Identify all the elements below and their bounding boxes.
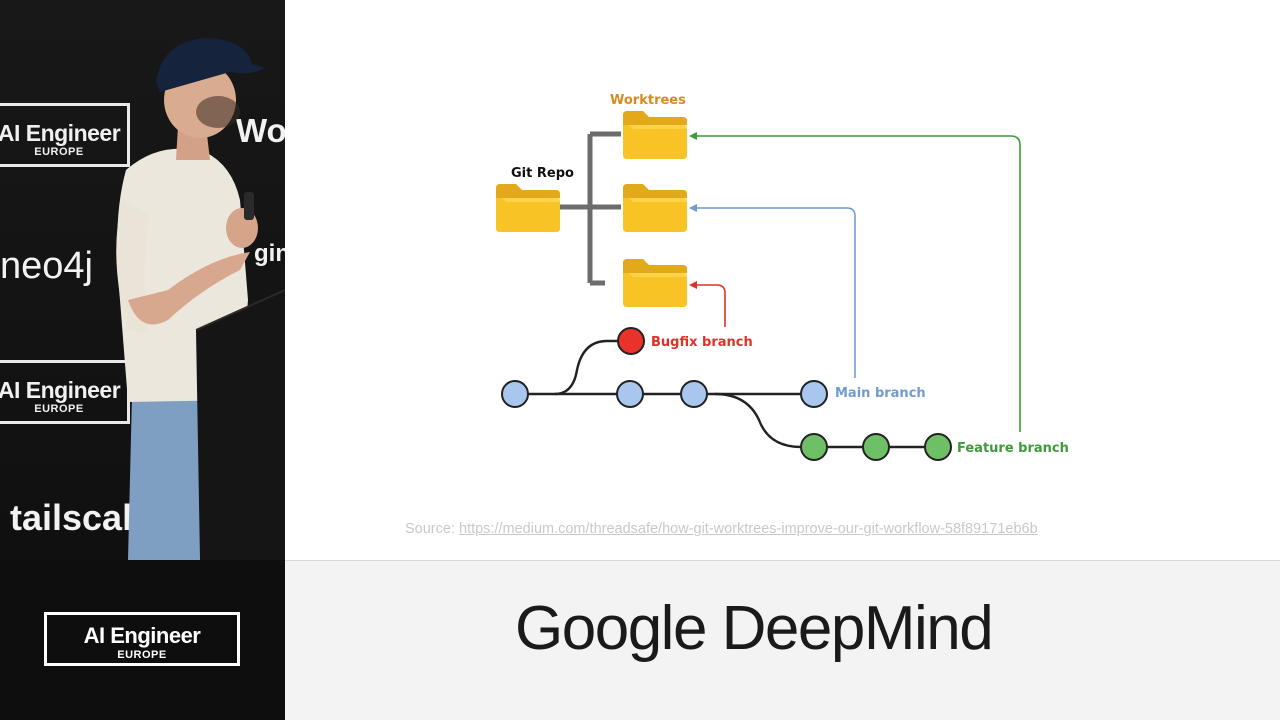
worktrees-label: Worktrees	[610, 93, 686, 108]
event-branding-panel: AI Engineer EUROPE	[0, 560, 285, 720]
worktree-folder-3-icon	[623, 259, 687, 307]
commit-main-3	[680, 380, 708, 408]
bugfix-arrow-icon	[689, 281, 697, 289]
worktree-folder-2-icon	[623, 184, 687, 232]
feature-branch-label: Feature branch	[957, 441, 1069, 456]
feature-worktree-link	[695, 135, 1021, 432]
commit-graph-lines	[515, 339, 938, 449]
commit-bugfix	[617, 327, 645, 355]
commit-nodes	[501, 327, 952, 461]
trunk-connectors	[560, 131, 621, 286]
git-worktree-diagram: Worktrees Git Repo	[496, 93, 1069, 461]
git-repo-folder-icon	[496, 184, 560, 232]
speaker-figure	[116, 38, 285, 560]
speaker-video: AI Engineer EUROPE Wor neo4j gin AI Engi…	[0, 0, 285, 560]
source-citation: Source: https://medium.com/threadsafe/ho…	[405, 521, 1038, 537]
bugfix-branch-label: Bugfix branch	[651, 335, 753, 350]
slide: Worktrees Git Repo	[285, 0, 1280, 560]
commit-main-4	[800, 380, 828, 408]
backdrop-text-wor: Wor	[236, 112, 285, 149]
git-repo-label: Git Repo	[511, 166, 574, 181]
backdrop-logo-top: AI Engineer EUROPE	[0, 103, 130, 167]
commit-feature-2	[862, 433, 890, 461]
commit-main-1	[501, 380, 529, 408]
commit-feature-1	[800, 433, 828, 461]
source-link[interactable]: https://medium.com/threadsafe/how-git-wo…	[459, 521, 1038, 537]
backdrop-logo-mid-sub: EUROPE	[34, 403, 84, 415]
backdrop-logo-top-sub: EUROPE	[34, 146, 84, 158]
backdrop-logo-mid-main: AI Engineer	[0, 377, 121, 403]
main-worktree-link	[695, 207, 856, 378]
commit-main-2	[616, 380, 644, 408]
backdrop-text-tailscale: tailscale	[10, 497, 153, 538]
main-branch-label: Main branch	[835, 386, 926, 401]
event-logo: AI Engineer EUROPE	[44, 612, 240, 666]
worktree-folder-1-icon	[623, 111, 687, 159]
backdrop-logo-mid: AI Engineer EUROPE	[0, 360, 130, 424]
main-arrow-icon	[689, 204, 697, 212]
sponsor-name: Google DeepMind	[515, 594, 994, 663]
backdrop-text-neo4j: neo4j	[0, 245, 93, 287]
backdrop-text-gin: gin	[254, 240, 285, 267]
event-logo-main: AI Engineer	[83, 623, 201, 648]
event-logo-sub: EUROPE	[117, 649, 167, 661]
sponsor-banner: Google DeepMind	[285, 560, 1280, 720]
backdrop-logo-top-main: AI Engineer	[0, 120, 121, 146]
source-prefix: Source:	[405, 521, 459, 537]
bugfix-worktree-link	[695, 284, 726, 327]
feature-arrow-icon	[689, 132, 697, 140]
commit-feature-3	[924, 433, 952, 461]
